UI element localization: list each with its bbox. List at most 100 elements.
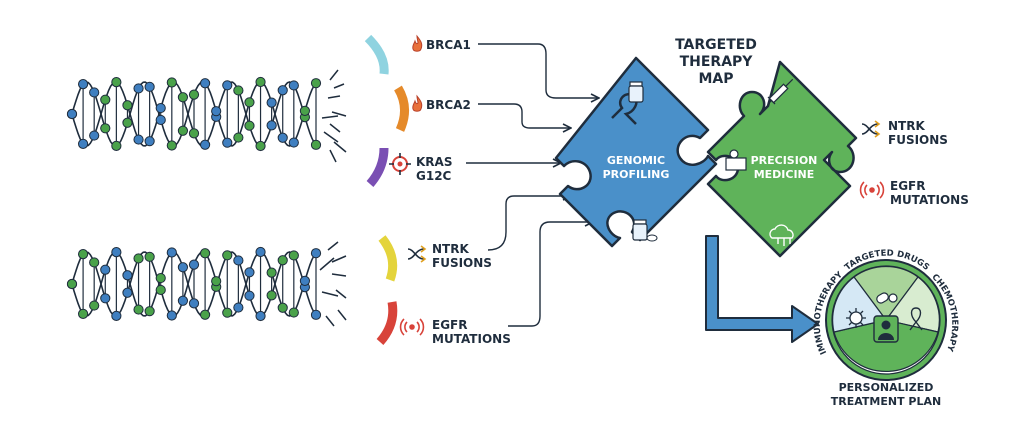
brca1-arc [364, 34, 389, 75]
nucleotide [310, 78, 322, 89]
pills-icon [876, 292, 898, 304]
nucleotide [310, 248, 322, 259]
nucleotide [188, 298, 200, 309]
virus-icon [846, 308, 866, 328]
nucleotide [100, 123, 111, 134]
nucleotide [133, 83, 144, 94]
nucleotide [166, 310, 177, 321]
nucleotide [177, 92, 189, 103]
nucleotide [255, 76, 266, 88]
flame-icon [412, 94, 423, 112]
nucleotide [266, 267, 277, 278]
nucleotide [211, 276, 222, 287]
nucleotide [133, 253, 144, 264]
dna-fragments-top [321, 69, 347, 163]
nucleotide [255, 246, 266, 258]
nucleotide [111, 310, 122, 321]
nucleotide [144, 306, 155, 317]
nucleotide [144, 251, 155, 262]
syringe-icon [767, 78, 794, 105]
signal-icon [399, 318, 425, 336]
nucleotide [188, 128, 200, 139]
nucleotide [222, 137, 233, 148]
nucleotide [277, 85, 288, 96]
nucleotide [188, 89, 200, 100]
nucleotide [133, 304, 144, 315]
signal-icon [859, 181, 885, 199]
kras-arc [366, 147, 389, 187]
nucleotide [155, 114, 166, 126]
nucleotide [100, 94, 111, 105]
pill-bottle-icon [628, 81, 644, 103]
nucleotide [122, 100, 133, 111]
connector-arrows [466, 43, 598, 327]
nucleotide [133, 134, 144, 145]
ribbon-icon [909, 307, 923, 331]
nucleotide [122, 270, 133, 281]
nucleotide [266, 290, 277, 301]
nucleotide [211, 106, 222, 117]
nucleotide [166, 247, 177, 258]
nucleotide [177, 295, 189, 306]
nucleotide [155, 284, 166, 296]
nucleotide [244, 120, 255, 131]
nucleotide [299, 275, 311, 286]
nucleotide [77, 138, 89, 149]
nucleotide [199, 139, 211, 150]
flame-icon [412, 34, 423, 52]
shuffle-icon [407, 245, 427, 263]
nucleotide [199, 309, 211, 320]
nucleotide [299, 105, 311, 116]
nucleotide [89, 87, 100, 98]
nucleotide [199, 248, 211, 259]
nucleotide [89, 300, 100, 311]
nucleotide [155, 102, 166, 114]
nucleotide [66, 278, 78, 290]
nucleotide [100, 293, 111, 304]
nucleotide [244, 290, 255, 301]
nucleotide [177, 262, 189, 273]
nucleotide [144, 136, 155, 147]
nucleotide [244, 267, 255, 278]
nucleotide [66, 108, 78, 120]
target-icon [389, 153, 411, 175]
dna-helix-top [66, 76, 322, 152]
dna-helix-bottom [66, 246, 322, 322]
nucleotide [288, 80, 299, 91]
brca1-label: BRCA1 [426, 38, 471, 52]
nucleotide [100, 264, 111, 275]
nucleotide [177, 125, 189, 136]
nucleotide [188, 259, 200, 270]
nucleotide [111, 140, 122, 151]
ntrk-arc [378, 235, 398, 282]
nucleotide [244, 97, 255, 108]
nucleotide [277, 255, 288, 266]
nucleotide [233, 302, 244, 313]
nucleotide [222, 80, 233, 91]
nucleotide [277, 302, 288, 313]
nucleotide [77, 249, 89, 260]
nucleotide [310, 309, 322, 320]
nucleotide [288, 307, 299, 318]
nucleotide [288, 137, 299, 148]
nucleotide [277, 132, 288, 143]
nucleotide [111, 247, 122, 258]
nucleotide [122, 287, 133, 298]
nucleotide [122, 117, 133, 128]
nucleotide [222, 250, 233, 261]
nucleotide [222, 307, 233, 318]
nucleotide [233, 132, 244, 143]
brca2-label: BRCA2 [426, 98, 471, 112]
flow-arrow [705, 235, 819, 343]
shuffle-icon [861, 120, 881, 138]
